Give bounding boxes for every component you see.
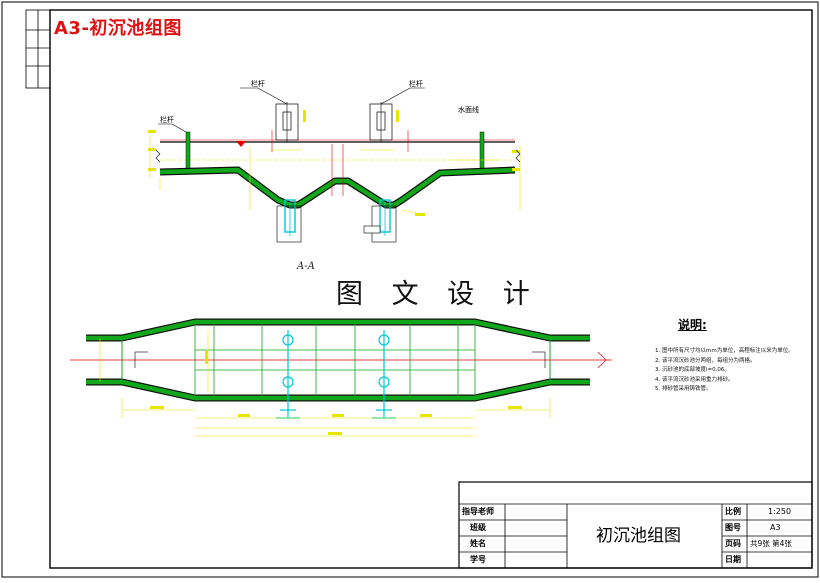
date-label: 日期 (725, 555, 741, 564)
watermark-text: 图 文 设 计 (336, 279, 540, 310)
section-view: 栏杆 栏杆 栏杆 水面线 (148, 79, 521, 243)
notes-panel: 说明: 图中所有尺寸均以mm为单位，高程标注以米为单位。 该平流沉砂池分两组，每… (648, 316, 813, 395)
sheet-tag: A3-初沉池组图 (54, 18, 182, 39)
water-level-note: 水面线 (458, 105, 479, 114)
section-label: A-A (297, 261, 315, 272)
drawing-frame (49, 9, 813, 569)
left-railing-label: 栏杆 (251, 79, 265, 88)
right-railing-label: 栏杆 (409, 79, 423, 88)
binding-strip (25, 9, 51, 89)
note-item: 该平流沉砂池分两组，每组分为两格。 (662, 357, 813, 366)
drawing-no-value: A3 (770, 523, 781, 532)
handrail-tag-label: 栏杆 (160, 115, 174, 124)
label-advisor: 指导老师 (462, 507, 494, 516)
scale-value: 1:250 (768, 507, 792, 516)
scale-label: 比例 (725, 507, 741, 516)
notes-title: 说明: (678, 318, 707, 332)
label-student-id: 学号 (470, 555, 486, 564)
note-item: 排砂管采用铸铁管。 (662, 385, 813, 394)
drawing-title: 初沉池组图 (596, 526, 681, 546)
page-value: 共9张 第4张 (750, 539, 792, 548)
note-item: 沉砂池的底部坡度i=0.06。 (662, 366, 813, 375)
note-item: 该平流沉砂池采用重力排砂。 (662, 376, 813, 385)
page-label: 页码 (725, 539, 741, 548)
plan-view (70, 318, 612, 437)
label-name: 姓名 (470, 539, 486, 548)
note-item: 图中所有尺寸均以mm为单位，高程标注以米为单位。 (662, 347, 813, 356)
drawing-no-label: 图号 (725, 523, 741, 532)
label-class: 班级 (470, 523, 486, 532)
